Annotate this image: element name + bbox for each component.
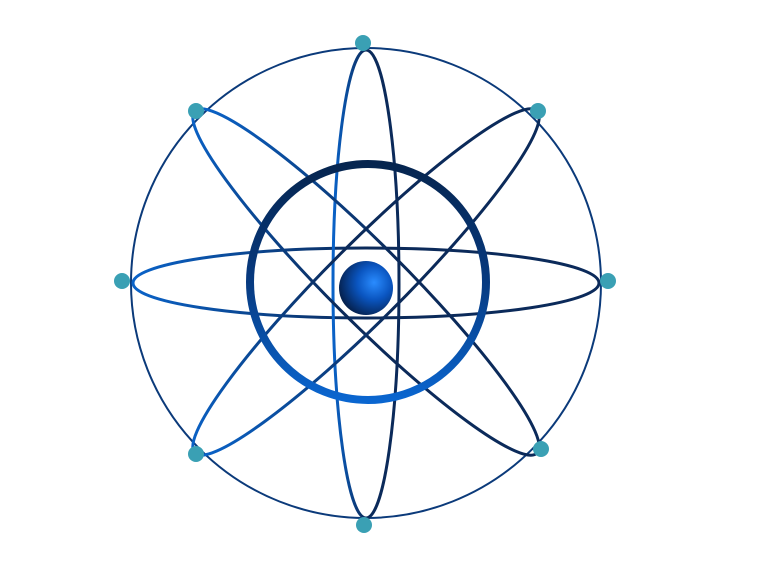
electron-dot bbox=[530, 103, 546, 119]
electron-dot bbox=[188, 103, 204, 119]
orbit-horizontal bbox=[131, 246, 601, 320]
electron-dot bbox=[600, 273, 616, 289]
electron-dot bbox=[114, 273, 130, 289]
electron-dot bbox=[355, 35, 371, 51]
electron-dot bbox=[188, 446, 204, 462]
electron-dot bbox=[533, 441, 549, 457]
electron-dot bbox=[356, 517, 372, 533]
nucleus bbox=[339, 261, 393, 315]
inner-ring bbox=[246, 160, 490, 404]
